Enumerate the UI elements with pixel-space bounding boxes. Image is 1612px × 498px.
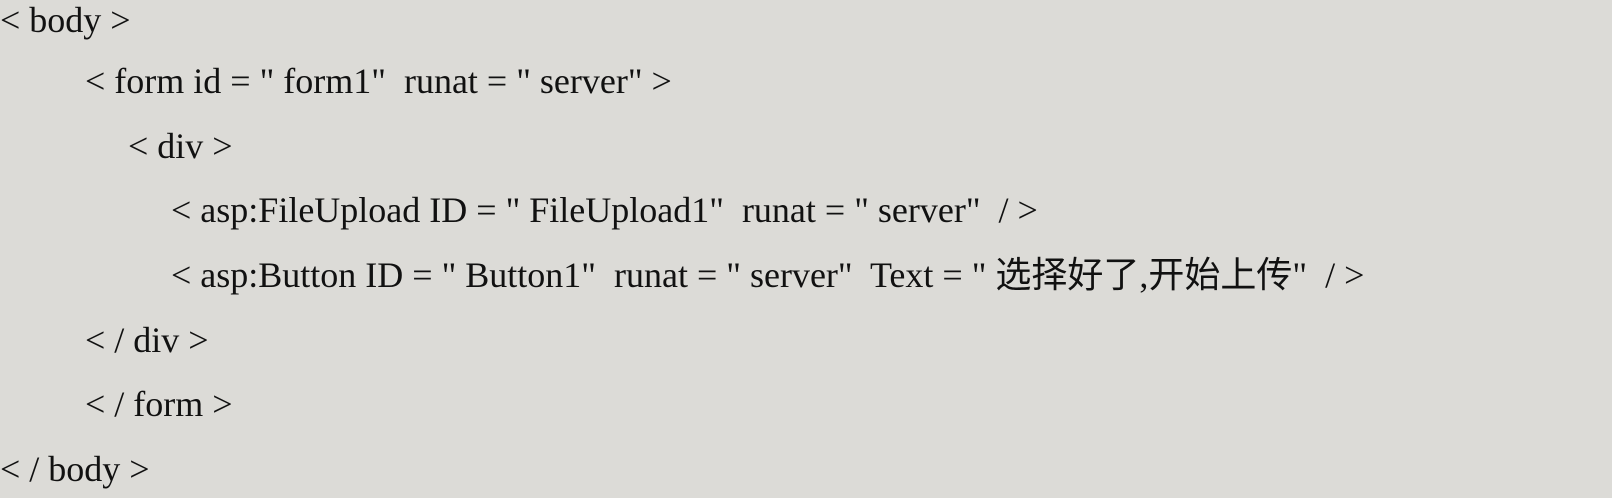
code-line-div-open: < div > — [128, 126, 233, 166]
code-line-fileupload: < asp:FileUpload ID = " FileUpload1" run… — [171, 190, 1038, 230]
code-line-div-close: < / div > — [85, 320, 209, 360]
code-line-form-close: < / form > — [85, 384, 233, 424]
code-line-button: < asp:Button ID = " Button1" runat = " s… — [171, 255, 1365, 295]
code-line-form-open: < form id = " form1" runat = " server" > — [85, 61, 672, 101]
code-line-body-open: < body > — [0, 0, 131, 40]
code-line-body-close: < / body > — [0, 449, 150, 489]
